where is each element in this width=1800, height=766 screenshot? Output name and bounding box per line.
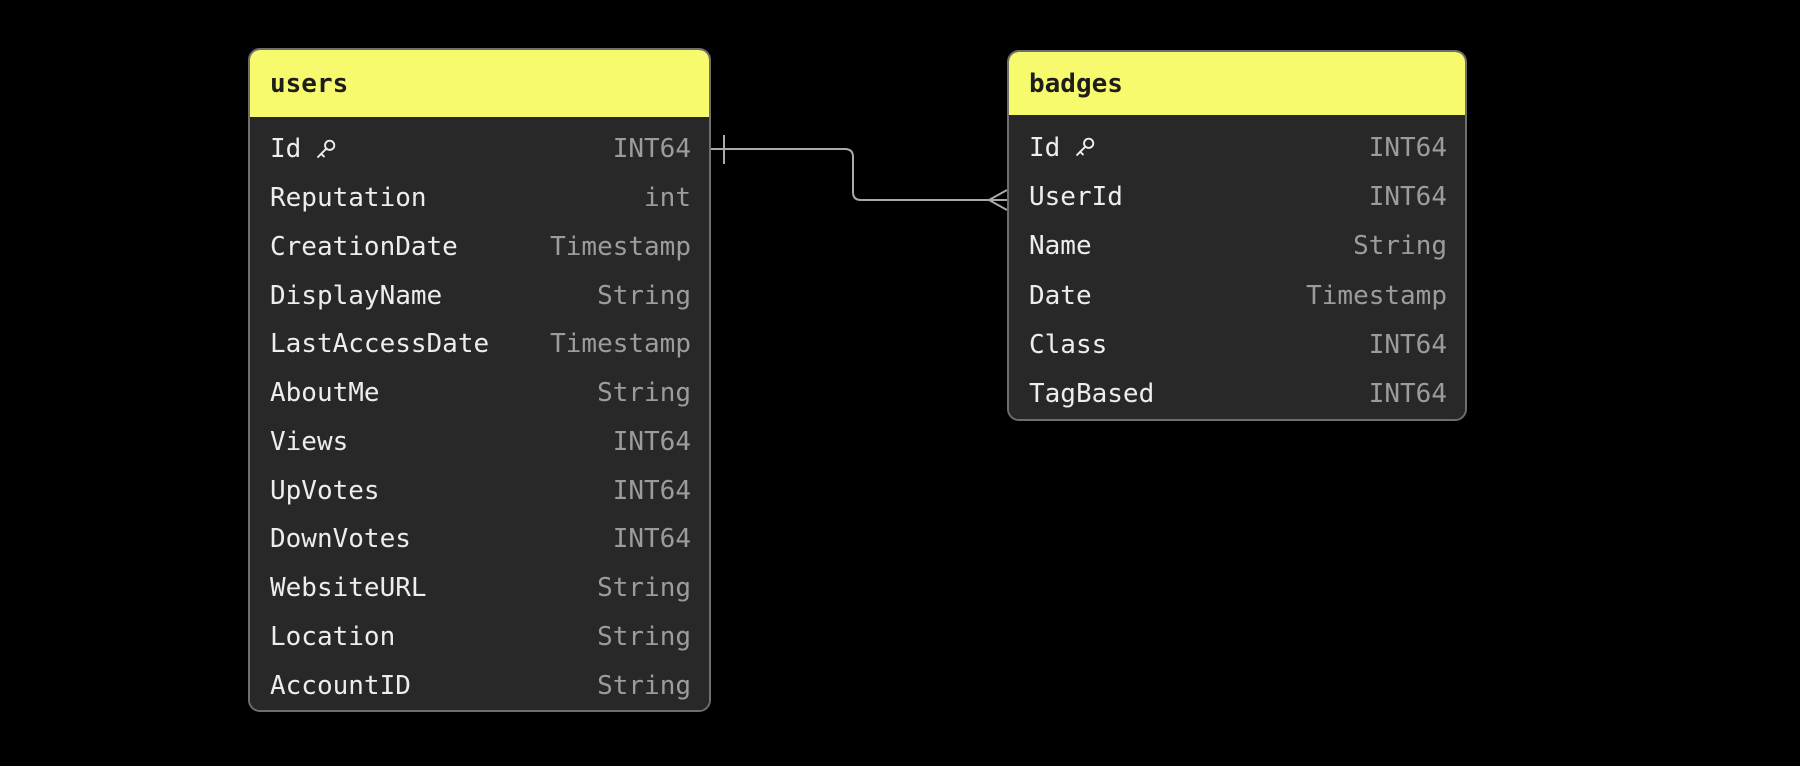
column-name: CreationDate — [270, 231, 458, 262]
column-type: Timestamp — [550, 231, 691, 262]
table-badges-body: Id INT64 UserId INT64 Name String Date T… — [1009, 115, 1465, 419]
table-row: Id INT64 — [250, 125, 709, 174]
column-type: String — [1353, 231, 1447, 262]
column-name: DownVotes — [270, 524, 411, 555]
table-badges[interactable]: badges Id INT64 UserId INT64 Name String… — [1007, 50, 1467, 421]
column-type: INT64 — [612, 134, 691, 165]
column-name: AboutMe — [270, 378, 380, 409]
column-name: WebsiteURL — [270, 573, 427, 604]
table-row: CreationDate Timestamp — [250, 223, 709, 272]
relationship-users-badges[interactable] — [711, 135, 1008, 211]
column-name: Name — [1029, 231, 1092, 262]
table-row: UserId INT64 — [1009, 172, 1465, 221]
column-name: Reputation — [270, 183, 427, 214]
table-row: Date Timestamp — [1009, 271, 1465, 320]
column-name: Id — [1029, 132, 1061, 163]
table-row: Class INT64 — [1009, 320, 1465, 369]
column-name: Id — [270, 134, 302, 165]
table-row: WebsiteURL String — [250, 564, 709, 613]
table-row: DownVotes INT64 — [250, 515, 709, 564]
table-row: Location String — [250, 613, 709, 662]
column-type: Timestamp — [550, 329, 691, 360]
primary-key-icon — [1071, 134, 1098, 161]
cardinality-many-marker — [988, 189, 1008, 211]
table-title: badges — [1029, 68, 1123, 99]
table-row: Reputation int — [250, 174, 709, 223]
table-users-header[interactable]: users — [250, 50, 709, 117]
table-row: Views INT64 — [250, 418, 709, 467]
table-title: users — [270, 68, 349, 99]
column-name: UpVotes — [270, 475, 380, 506]
table-row: Name String — [1009, 222, 1465, 271]
table-row: DisplayName String — [250, 271, 709, 320]
column-name: Views — [270, 426, 349, 457]
table-row: AccountID String — [250, 661, 709, 710]
table-row: UpVotes INT64 — [250, 466, 709, 515]
column-type: INT64 — [1368, 329, 1447, 360]
primary-key-icon — [312, 136, 339, 163]
table-badges-header[interactable]: badges — [1009, 52, 1465, 115]
table-users-body: Id INT64 Reputation int CreationDate Tim… — [250, 117, 709, 710]
column-type: INT64 — [1368, 132, 1447, 163]
column-name: LastAccessDate — [270, 329, 490, 360]
column-type: INT64 — [612, 524, 691, 555]
column-type: String — [597, 670, 691, 701]
column-name: AccountID — [270, 670, 411, 701]
table-row: LastAccessDate Timestamp — [250, 320, 709, 369]
column-name: TagBased — [1029, 379, 1155, 410]
column-type: INT64 — [1368, 379, 1447, 410]
column-type: Timestamp — [1306, 280, 1447, 311]
column-name: UserId — [1029, 181, 1123, 212]
column-type: String — [597, 280, 691, 311]
column-type: String — [597, 621, 691, 652]
table-row: AboutMe String — [250, 369, 709, 418]
table-row: TagBased INT64 — [1009, 370, 1465, 419]
column-name: DisplayName — [270, 280, 443, 311]
column-type: INT64 — [1368, 181, 1447, 212]
column-name: Location — [270, 621, 396, 652]
table-row: Id INT64 — [1009, 123, 1465, 172]
column-type: INT64 — [612, 475, 691, 506]
table-users[interactable]: users Id INT64 Reputation int CreationDa… — [248, 48, 711, 712]
relationship-line — [711, 148, 989, 201]
column-type: int — [644, 183, 691, 214]
column-name: Class — [1029, 329, 1108, 360]
column-name: Date — [1029, 280, 1092, 311]
column-type: INT64 — [612, 426, 691, 457]
column-type: String — [597, 378, 691, 409]
column-type: String — [597, 573, 691, 604]
